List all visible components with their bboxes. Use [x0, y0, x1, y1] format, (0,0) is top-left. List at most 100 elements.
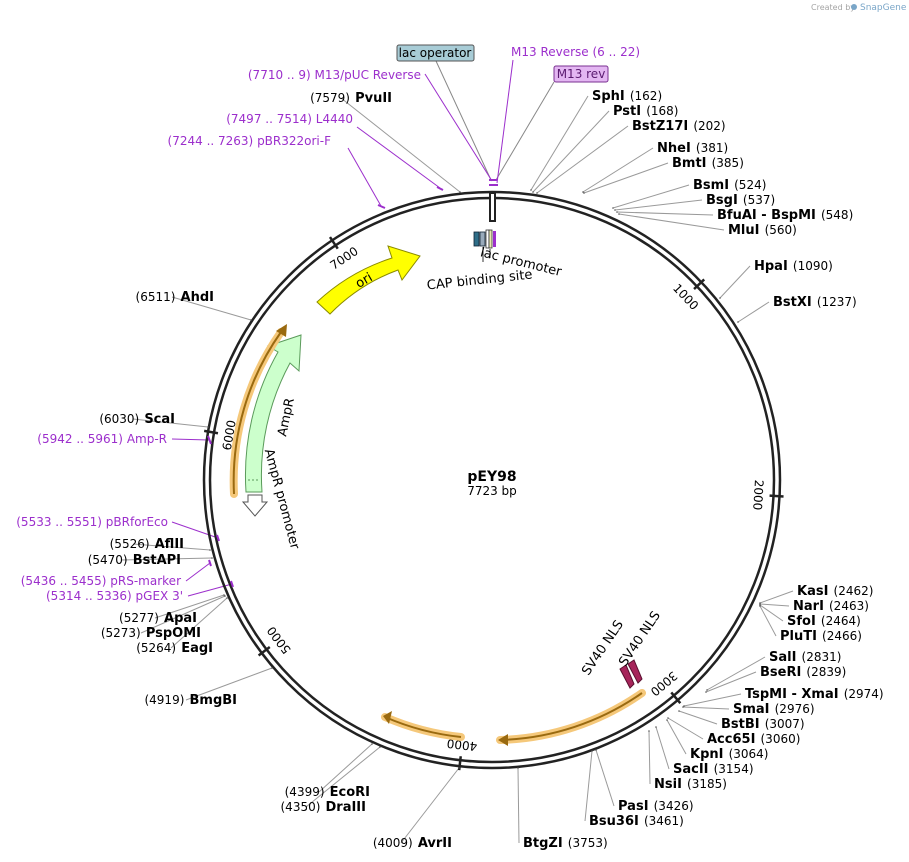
- enzyme-label[interactable]: (5264) EagI: [136, 637, 213, 656]
- enzyme-leader-line: [171, 296, 252, 321]
- enzyme-position: (2839): [806, 665, 846, 679]
- enzyme-leader-line: [517, 767, 520, 844]
- primer-label[interactable]: (5436 .. 5455) pRS-marker: [21, 574, 181, 588]
- enzyme-leader-line: [618, 213, 725, 231]
- enzyme-label[interactable]: NsiI (3185): [654, 773, 727, 792]
- enzyme-leader-line: [678, 710, 718, 725]
- enzyme-label[interactable]: (5273) PspOMI: [101, 622, 201, 641]
- enzyme-cut-mark: [250, 319, 252, 321]
- enzyme-cut-mark: [209, 549, 211, 551]
- enzyme-label[interactable]: (4009) AvrII: [373, 832, 452, 851]
- sv40-nls-1-feature[interactable]: [619, 664, 635, 689]
- lac-cluster[interactable]: [473, 229, 496, 249]
- primer-label[interactable]: (7244 .. 7263) pBR322ori-F: [168, 134, 332, 148]
- enzyme-label[interactable]: (6511) AhdI: [136, 286, 214, 305]
- enzyme-name: AvrII: [418, 836, 452, 851]
- enzyme-label[interactable]: Acc65I (3060): [707, 728, 800, 747]
- enzyme-label[interactable]: BtgZI (3753): [523, 832, 608, 851]
- enzyme-label[interactable]: BstZ17I (202): [632, 115, 726, 134]
- primer-name: pRS-marker: [110, 574, 181, 588]
- leader-lines: [120, 60, 794, 844]
- primer-leader-lines: [171, 59, 514, 597]
- enzyme-label[interactable]: BstXI (1237): [773, 291, 857, 310]
- plasmid-name: pEY98: [467, 469, 516, 485]
- primer-label[interactable]: M13 Reverse (6 .. 22): [511, 45, 640, 59]
- enzyme-position: (6511): [136, 290, 176, 304]
- primer-range: (6 .. 22): [593, 45, 641, 59]
- primer-range: (5314 .. 5336): [46, 589, 132, 603]
- enzyme-name: EcoRI: [330, 785, 370, 800]
- cds-bottom-right-arc[interactable]: [496, 689, 646, 746]
- enzyme-position: (3154): [714, 762, 754, 776]
- cds-bottom-arc[interactable]: [381, 711, 465, 741]
- enzyme-label[interactable]: BsgI (537): [706, 189, 775, 208]
- enzyme-leader-line: [612, 184, 690, 209]
- enzyme-label[interactable]: KasI (2462): [797, 580, 873, 599]
- ori-feature[interactable]: [316, 245, 421, 315]
- enzyme-label[interactable]: BstBI (3007): [721, 713, 805, 732]
- enzyme-label[interactable]: SfoI (2464): [787, 610, 861, 629]
- primer-name: pGEX 3': [136, 589, 183, 603]
- enzyme-leader-line: [759, 604, 784, 622]
- enzyme-label[interactable]: HpaI (1090): [754, 255, 833, 274]
- enzyme-label[interactable]: SmaI (2976): [733, 698, 815, 717]
- enzyme-label[interactable]: (5277) ApaI: [119, 607, 197, 626]
- enzyme-cut-mark: [648, 730, 650, 732]
- enzyme-label[interactable]: (4919) BmgBI: [144, 689, 237, 708]
- enzyme-label[interactable]: PstI (168): [613, 100, 678, 119]
- enzyme-position: (6030): [99, 412, 139, 426]
- enzyme-label[interactable]: (4350) DraIII: [281, 796, 367, 815]
- enzyme-label[interactable]: SphI (162): [592, 85, 662, 104]
- enzyme-label[interactable]: BmtI (385): [672, 152, 744, 171]
- enzyme-label[interactable]: TspMI - XmaI (2974): [745, 683, 884, 702]
- enzyme-label[interactable]: (6030) ScaI: [99, 408, 175, 427]
- m13-rev-box[interactable]: [553, 65, 609, 83]
- enzyme-name: Acc65I: [707, 732, 755, 747]
- enzyme-label[interactable]: PluTI (2466): [780, 625, 862, 644]
- enzyme-cut-mark: [582, 191, 584, 193]
- enzyme-label[interactable]: BseRI (2839): [760, 661, 846, 680]
- enzyme-label[interactable]: NarI (2463): [793, 595, 869, 614]
- enzyme-position: (3461): [644, 814, 684, 828]
- primer-label[interactable]: (5314 .. 5336) pGEX 3': [46, 589, 183, 603]
- enzyme-position: (524): [734, 178, 766, 192]
- primer-label[interactable]: (7497 .. 7514) L4440: [226, 112, 353, 126]
- cds-left-arc[interactable]: [229, 324, 287, 498]
- primer-label[interactable]: (5533 .. 5551) pBRforEco: [16, 515, 168, 529]
- enzyme-label[interactable]: NheI (381): [657, 137, 728, 156]
- enzyme-name: BseRI: [760, 665, 801, 680]
- enzyme-leader-line: [737, 301, 770, 323]
- primer-leader-line: [347, 147, 382, 207]
- enzyme-label[interactable]: Bsu36I (3461): [589, 810, 684, 829]
- enzyme-position: (1237): [817, 295, 857, 309]
- enzyme-name: SacII: [673, 762, 709, 777]
- enzyme-name: PvuII: [355, 91, 392, 106]
- primer-label[interactable]: (7710 .. 9) M13/pUC Reverse: [248, 68, 421, 82]
- ampr-feature[interactable]: [244, 334, 302, 493]
- enzyme-leader-line: [532, 110, 610, 193]
- enzyme-position: (2976): [775, 702, 815, 716]
- enzyme-label[interactable]: (5470) BstAPI: [88, 549, 181, 568]
- enzyme-cut-mark: [737, 321, 739, 323]
- enzyme-name: BfuAI - BspMI: [717, 208, 816, 223]
- sv40-nls-2-feature[interactable]: [627, 659, 643, 684]
- enzyme-label[interactable]: (5526) AflII: [110, 533, 184, 552]
- enzyme-label[interactable]: KpnI (3064): [690, 743, 768, 762]
- enzyme-label[interactable]: BfuAI - BspMI (548): [717, 204, 853, 223]
- bp-tick-mark: [670, 691, 682, 704]
- primer-marks: [207, 179, 498, 588]
- enzyme-label[interactable]: (4399) EcoRI: [285, 781, 370, 800]
- enzyme-position: (168): [646, 104, 678, 118]
- enzyme-cut-mark: [536, 192, 538, 194]
- lac-operator-box[interactable]: [396, 44, 475, 62]
- enzyme-label[interactable]: SacII (3154): [673, 758, 754, 777]
- enzyme-label[interactable]: (7579) PvuII: [310, 87, 392, 106]
- primer-leader-line: [171, 438, 210, 441]
- enzyme-label[interactable]: MluI (560): [728, 219, 797, 238]
- enzyme-label[interactable]: BsmI (524): [693, 174, 766, 193]
- ampr-promoter-feature[interactable]: [241, 494, 269, 517]
- enzyme-label[interactable]: PasI (3426): [618, 795, 694, 814]
- enzyme-label[interactable]: SalI (2831): [769, 646, 841, 665]
- primer-label[interactable]: (5942 .. 5961) Amp-R: [37, 432, 167, 446]
- primer-name: M13 Reverse: [511, 45, 589, 59]
